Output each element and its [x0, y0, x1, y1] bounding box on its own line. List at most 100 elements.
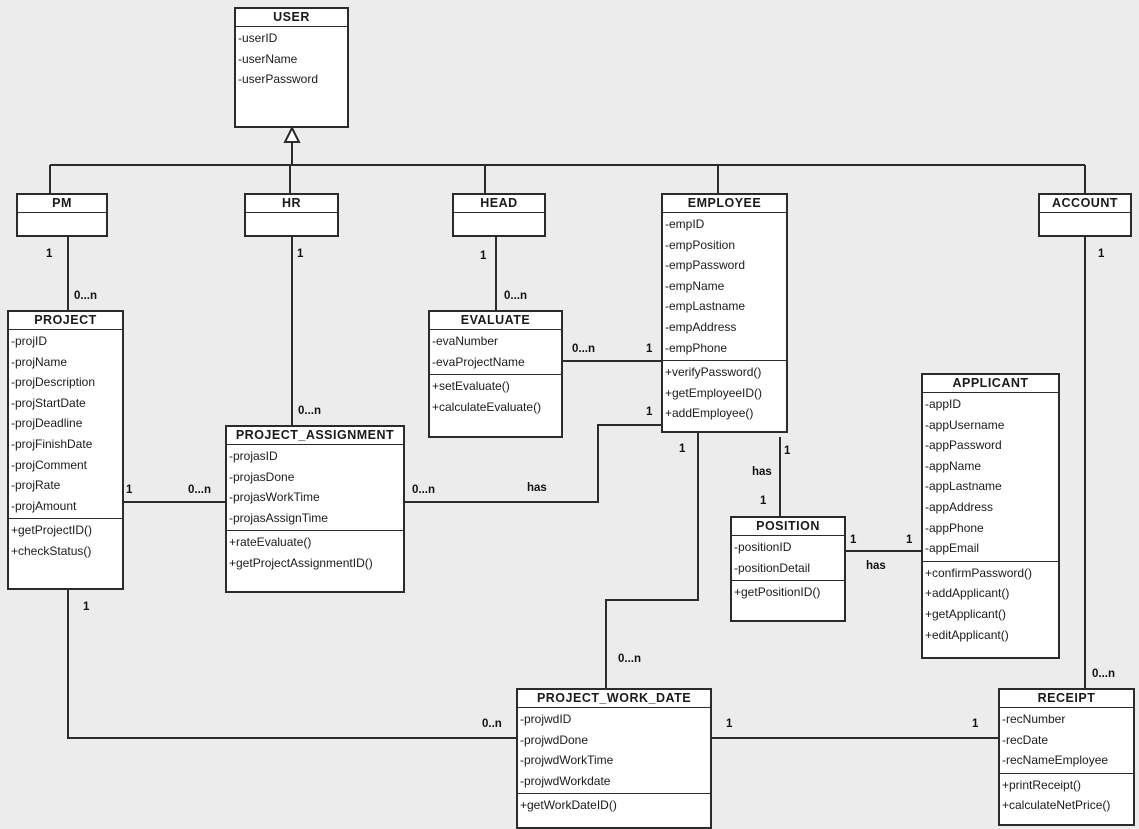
receipt-attr-recnumber: -recNumber — [1002, 712, 1066, 726]
multiplicity-label: 0..n — [482, 718, 502, 730]
multiplicity-label: 1 — [679, 443, 686, 455]
multiplicity-label: 1 — [646, 406, 653, 418]
class-applicant-name: APPLICANT — [923, 375, 1058, 393]
employee-attr-empposition: -empPosition — [665, 237, 736, 252]
class-project: PROJECT -projID -projName -projDescripti… — [7, 310, 124, 590]
receipt-attr-recdate: -recDate — [1002, 732, 1049, 747]
employee-op-verifypassword: +verifyPassword() — [665, 365, 762, 380]
employee-attr-emplastname: -empLastname — [665, 299, 746, 314]
user-attr-username: -userName — [238, 51, 298, 66]
multiplicity-label: 0...n — [188, 484, 212, 496]
multiplicity-label: 1 — [760, 495, 767, 507]
employee-attr-empphone: -empPhone — [665, 340, 728, 355]
evaluate-attr-evaprojectname: -evaProjectName — [432, 354, 525, 369]
employee-attr-emppassword: -empPassword — [665, 258, 746, 273]
class-evaluate-name: EVALUATE — [430, 312, 561, 330]
project-attr-projfinishdate: -projFinishDate — [11, 436, 93, 451]
class-pm: PM — [16, 193, 108, 237]
multiplicity-label: 0...n — [572, 343, 596, 355]
applicant-attr-appusername: -appUsername — [925, 417, 1005, 432]
multiplicity-label: 0...n — [618, 653, 642, 665]
position-attr-positionid: -positionID — [734, 540, 792, 554]
project-op-checkstatus: +checkStatus() — [11, 543, 92, 558]
assoc-project-assignment-employee — [405, 424, 661, 503]
evaluate-op-calculateevaluate: +calculateEvaluate() — [432, 399, 542, 414]
receipt-op-calculatenetprice: +calculateNetPrice() — [1002, 798, 1111, 813]
multiplicity-label: 1 — [784, 445, 791, 457]
multiplicity-label: 1 — [480, 250, 487, 262]
applicant-attr-appemail: -appEmail — [925, 541, 980, 556]
generalization-arrowhead — [283, 125, 301, 143]
class-account-name: ACCOUNT — [1040, 195, 1130, 213]
class-head: HEAD — [452, 193, 546, 237]
project-attr-projcomment: -projComment — [11, 457, 88, 472]
position-op-getpositionid: +getPositionID() — [734, 585, 821, 600]
class-employee: EMPLOYEE -empID -empPosition -empPasswor… — [661, 193, 788, 433]
project-assignment-attr-projasworktime: -projasWorkTime — [229, 490, 320, 505]
project-work-date-op-getworkdateid: +getWorkDateID() — [520, 798, 617, 813]
applicant-op-addapplicant: +addApplicant() — [925, 586, 1010, 601]
applicant-attr-appname: -appName — [925, 458, 982, 473]
employee-op-getemployeeid: +getEmployeeID() — [665, 385, 763, 400]
multiplicity-label: 1 — [297, 248, 304, 260]
project-assignment-attr-projasid: -projasID — [229, 449, 278, 463]
multiplicity-label: 1 — [1098, 248, 1105, 260]
project-attr-projrate: -projRate — [11, 478, 61, 493]
project-work-date-attr-projwddone: -projwdDone — [520, 732, 589, 747]
user-attr-userid: -userID — [238, 31, 278, 45]
project-assignment-attr-projasdone: -projasDone — [229, 469, 295, 484]
class-hr: HR — [244, 193, 339, 237]
applicant-attr-appid: -appID — [925, 397, 962, 411]
evaluate-attr-evanumber: -evaNumber — [432, 334, 499, 348]
multiplicity-label: 0...n — [74, 290, 98, 302]
class-receipt: RECEIPT -recNumber -recDate -recNameEmpl… — [998, 688, 1135, 826]
multiplicity-label: 0...n — [1092, 668, 1116, 680]
project-attr-projdeadline: -projDeadline — [11, 416, 83, 431]
multiplicity-label: 1 — [906, 534, 913, 546]
multiplicity-label: 1 — [726, 718, 733, 730]
multiplicity-label: 0...n — [298, 405, 322, 417]
evaluate-op-setevaluate: +setEvaluate() — [432, 379, 510, 394]
class-position-name: POSITION — [732, 518, 844, 536]
applicant-attr-appphone: -appPhone — [925, 520, 984, 535]
multiplicity-label: 1 — [972, 718, 979, 730]
project-attr-projstartdate: -projStartDate — [11, 395, 86, 410]
class-user-name: USER — [236, 9, 347, 27]
multiplicity-label: 1 — [850, 534, 857, 546]
receipt-op-printreceipt: +printReceipt() — [1002, 777, 1082, 792]
applicant-attr-appaddress: -appAddress — [925, 499, 994, 514]
assoc-project-project-work-date — [67, 590, 516, 739]
project-attr-projid: -projID — [11, 334, 48, 348]
class-employee-name: EMPLOYEE — [663, 195, 786, 213]
applicant-op-confirmpassword: +confirmPassword() — [925, 565, 1033, 580]
multiplicity-label: 1 — [46, 248, 53, 260]
project-work-date-attr-projwdid: -projwdID — [520, 712, 572, 726]
class-position: POSITION -positionID -positionDetail +ge… — [730, 516, 846, 622]
multiplicity-label: 1 — [646, 343, 653, 355]
class-account: ACCOUNT — [1038, 193, 1132, 237]
class-evaluate: EVALUATE -evaNumber -evaProjectName +set… — [428, 310, 563, 438]
project-assignment-op-rateevaluate: +rateEvaluate() — [229, 535, 312, 550]
applicant-op-editapplicant: +editApplicant() — [925, 627, 1009, 642]
multiplicity-label: 0...n — [412, 484, 436, 496]
employee-attr-empid: -empID — [665, 217, 705, 231]
project-attr-projamount: -projAmount — [11, 498, 77, 513]
project-assignment-attr-projasassigntime: -projasAssignTime — [229, 510, 328, 525]
employee-attr-empaddress: -empAddress — [665, 319, 737, 334]
multiplicity-label: 0...n — [504, 290, 528, 302]
role-label: has — [866, 560, 886, 572]
class-applicant: APPLICANT -appID -appUsername -appPasswo… — [921, 373, 1060, 659]
applicant-op-getapplicant: +getApplicant() — [925, 606, 1007, 621]
class-receipt-name: RECEIPT — [1000, 690, 1133, 708]
applicant-attr-apppassword: -appPassword — [925, 438, 1002, 453]
class-project-assignment: PROJECT_ASSIGNMENT -projasID -projasDone… — [225, 425, 405, 593]
position-attr-positiondetail: -positionDetail — [734, 560, 811, 575]
class-project-work-date-name: PROJECT_WORK_DATE — [518, 690, 710, 708]
role-label: has — [752, 466, 772, 478]
user-attr-userpassword: -userPassword — [238, 72, 319, 87]
assoc-employee-project-work-date — [605, 432, 699, 688]
class-hr-name: HR — [246, 195, 337, 213]
multiplicity-label: 1 — [83, 601, 90, 613]
class-user: USER -userID -userName -userPassword — [234, 7, 349, 128]
